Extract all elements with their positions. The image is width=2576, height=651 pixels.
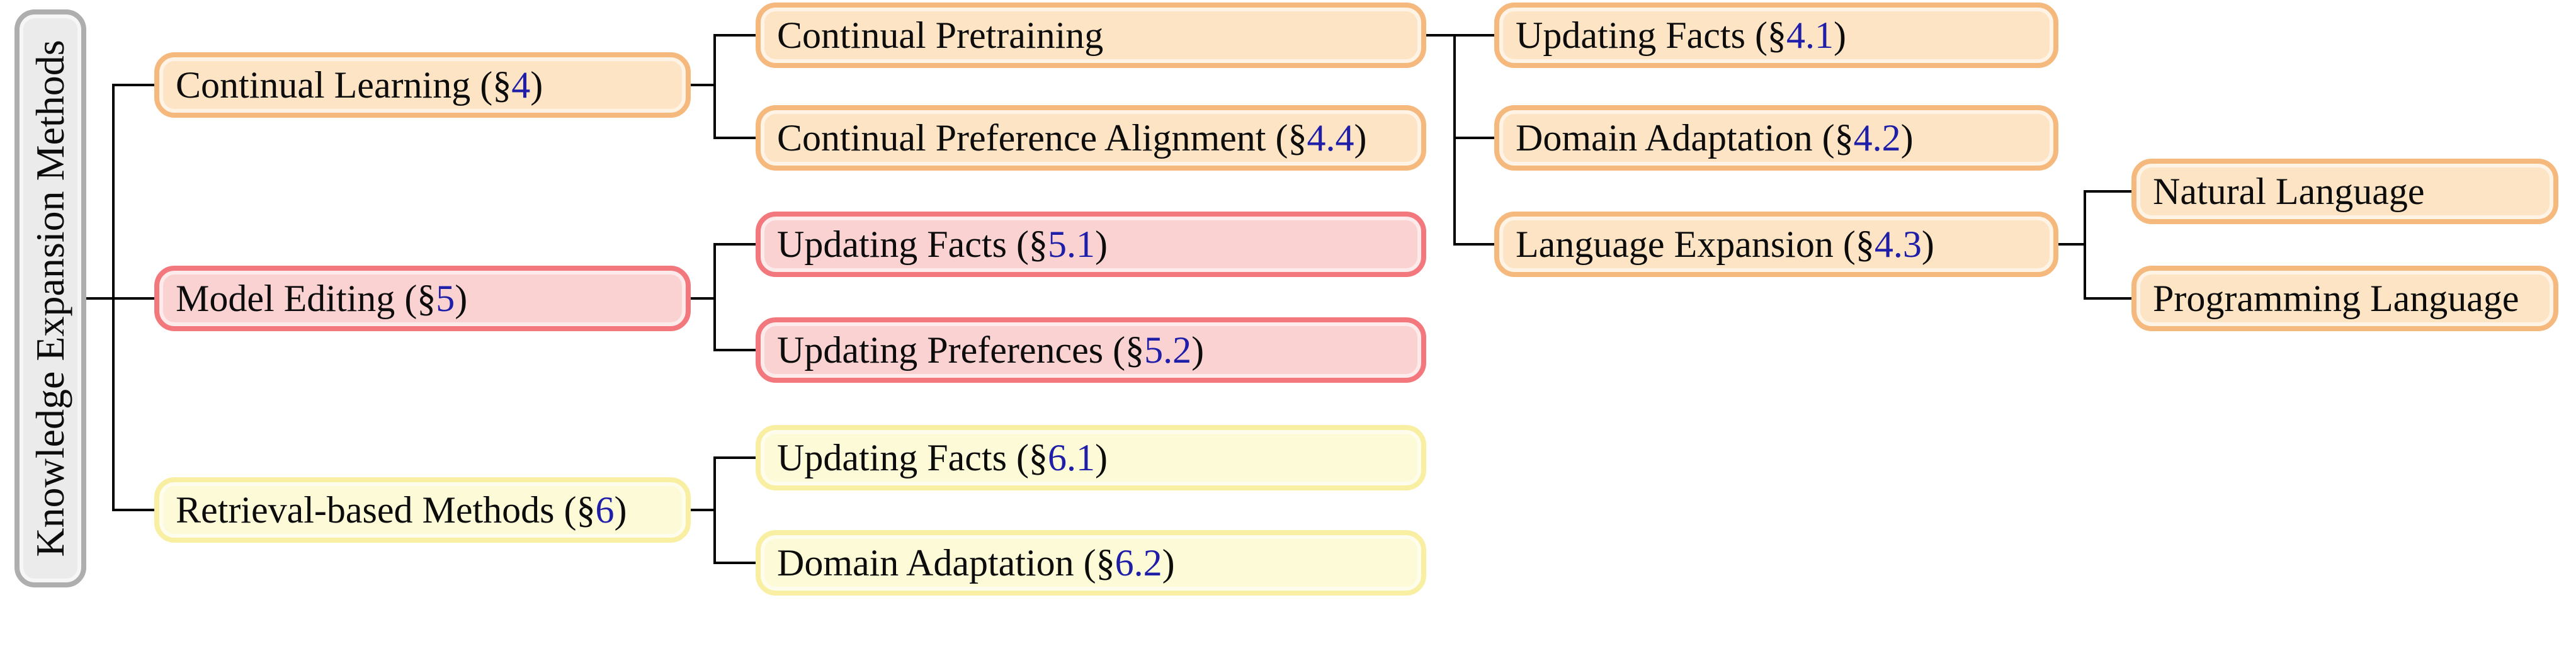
connector-line (691, 297, 716, 300)
section-ref-prefix: (§ (395, 278, 436, 319)
connector-line (2084, 190, 2131, 193)
section-ref-suffix: ) (530, 64, 543, 106)
connector-line (2058, 243, 2086, 246)
section-ref-prefix: (§ (1103, 329, 1145, 371)
connector-line (691, 84, 716, 86)
node-label: Programming Language (2153, 278, 2519, 319)
section-ref-number: 4 (511, 64, 531, 106)
section-ref-prefix: (§ (1266, 117, 1307, 159)
section-ref-suffix: ) (455, 278, 468, 319)
connector-line (112, 84, 154, 86)
node-label: Continual Learning (176, 64, 471, 106)
connector-line (713, 137, 756, 139)
node-updating-facts-5-1: Updating Facts (§5.1) (756, 212, 1426, 277)
section-ref-prefix: (§ (1812, 117, 1854, 159)
section-ref-suffix: ) (1162, 542, 1175, 584)
section-ref-suffix: ) (1094, 437, 1108, 478)
connector-line (713, 243, 756, 246)
node-label: Knowledge Expansion Methods (28, 40, 72, 557)
node-label: Updating Preferences (777, 329, 1104, 371)
connector-line (713, 456, 756, 459)
connector-line (112, 297, 154, 300)
section-ref-prefix: (§ (470, 64, 512, 106)
connector-line (713, 456, 716, 564)
node-continual-pretraining: Continual Pretraining (756, 3, 1426, 68)
section-ref-number: 5.1 (1047, 224, 1095, 265)
node-continual-learning: Continual Learning (§4) (154, 52, 691, 118)
node-natural-language: Natural Language (2131, 159, 2558, 224)
connector-line (713, 243, 716, 351)
section-ref-suffix: ) (1921, 224, 1934, 265)
node-label: Language Expansion (1516, 224, 1834, 265)
connector-line (2084, 190, 2086, 300)
node-label: Retrieval-based Methods (176, 489, 555, 531)
section-ref-prefix: (§ (1745, 14, 1786, 56)
section-ref-prefix: (§ (1006, 437, 1048, 478)
section-ref-prefix: (§ (1074, 542, 1115, 584)
section-ref-number: 5.2 (1144, 329, 1192, 371)
section-ref-suffix: ) (1354, 117, 1367, 159)
section-ref-prefix: (§ (1006, 224, 1048, 265)
connector-line (713, 34, 756, 37)
node-language-expansion-4-3: Language Expansion (§4.3) (1494, 212, 2058, 277)
node-retrieval-based-methods: Retrieval-based Methods (§6) (154, 477, 691, 543)
section-ref-number: 4.4 (1307, 117, 1354, 159)
node-updating-preferences-5-2: Updating Preferences (§5.2) (756, 317, 1426, 383)
section-ref-number: 4.1 (1786, 14, 1834, 56)
connector-line (713, 562, 756, 564)
connector-line (713, 349, 756, 351)
node-updating-facts-6-1: Updating Facts (§6.1) (756, 425, 1426, 490)
node-label: Continual Pretraining (777, 14, 1104, 56)
node-label: Domain Adaptation (777, 542, 1074, 584)
section-ref-prefix: (§ (1833, 224, 1875, 265)
section-ref-number: 6.2 (1115, 542, 1162, 584)
section-ref-prefix: (§ (554, 489, 596, 531)
rotated-label-wrap: Knowledge Expansion Methods (28, 40, 72, 557)
section-ref-suffix: ) (1833, 14, 1846, 56)
node-label: Domain Adaptation (1516, 117, 1813, 159)
node-continual-preference-alignment: Continual Preference Alignment (§4.4) (756, 105, 1426, 171)
node-updating-facts-4-1: Updating Facts (§4.1) (1494, 3, 2058, 68)
node-knowledge-expansion-methods: Knowledge Expansion Methods (14, 9, 86, 587)
connector-line (1453, 243, 1494, 246)
node-label: Updating Facts (777, 437, 1007, 478)
section-ref-number: 5 (436, 278, 455, 319)
connector-line (2084, 297, 2131, 300)
node-programming-language: Programming Language (2131, 266, 2558, 331)
section-ref-suffix: ) (1900, 117, 1914, 159)
connector-line (86, 297, 115, 300)
node-label: Updating Facts (777, 224, 1007, 265)
section-ref-number: 6 (595, 489, 615, 531)
connector-line (713, 34, 716, 139)
connector-line (691, 509, 716, 511)
node-label: Natural Language (2153, 171, 2425, 212)
connector-line (1426, 34, 1494, 37)
node-domain-adaptation-6-2: Domain Adaptation (§6.2) (756, 530, 1426, 596)
node-label: Model Editing (176, 278, 395, 319)
connector-line (1453, 34, 1456, 246)
node-model-editing: Model Editing (§5) (154, 266, 691, 331)
node-label: Continual Preference Alignment (777, 117, 1266, 159)
section-ref-number: 4.2 (1853, 117, 1901, 159)
section-ref-number: 6.1 (1047, 437, 1095, 478)
node-domain-adaptation-4-2: Domain Adaptation (§4.2) (1494, 105, 2058, 171)
connector-line (1453, 137, 1494, 139)
section-ref-suffix: ) (1191, 329, 1205, 371)
connector-line (112, 84, 115, 511)
section-ref-number: 4.3 (1874, 224, 1922, 265)
connector-line (112, 509, 154, 511)
section-ref-suffix: ) (1094, 224, 1108, 265)
section-ref-suffix: ) (614, 489, 627, 531)
node-label: Updating Facts (1516, 14, 1745, 56)
